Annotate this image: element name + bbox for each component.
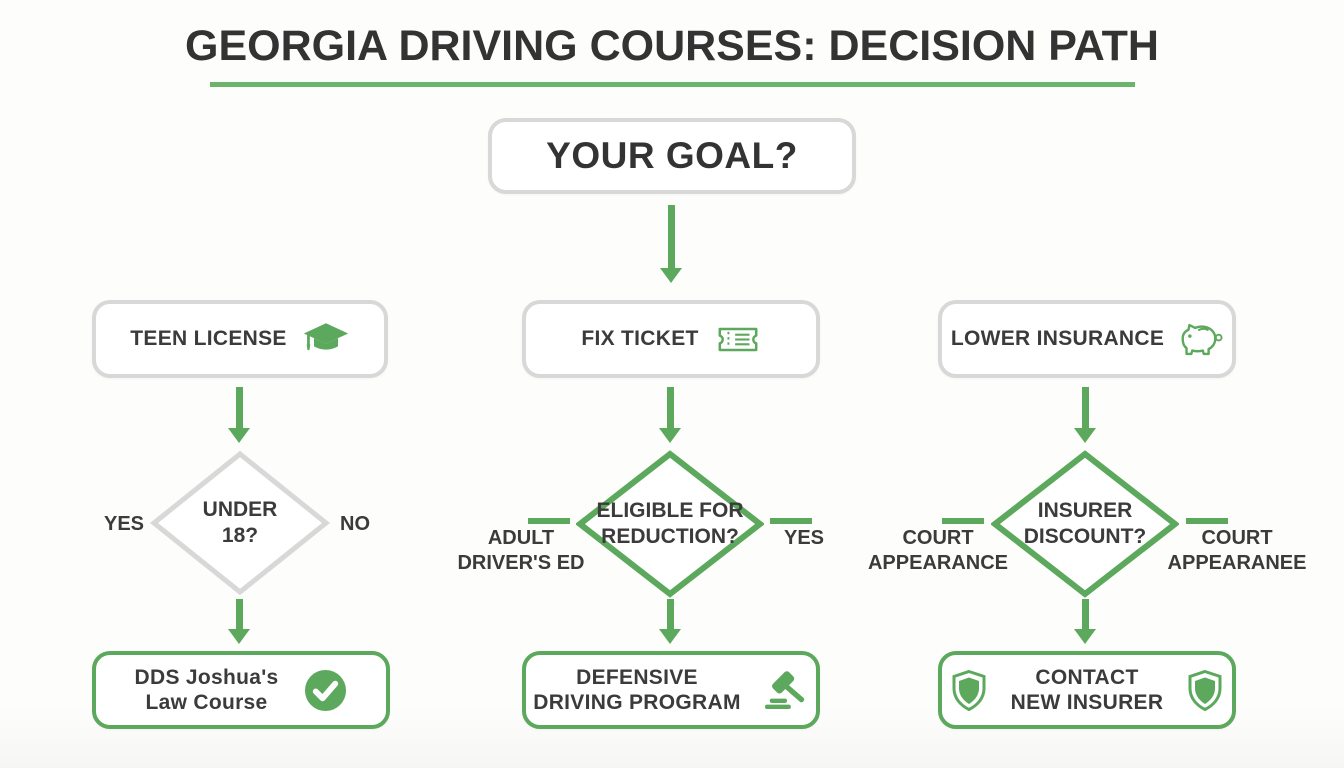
decision-diamond-eligible-reduction — [576, 450, 764, 598]
node-dds-joshuas-law-course: DDS Joshua's Law Course — [92, 651, 390, 729]
branch-line — [528, 518, 570, 524]
gavel-icon — [764, 671, 804, 710]
branch-label-yes: YES — [783, 527, 825, 549]
node-your-goal: YOUR GOAL? — [488, 118, 856, 194]
node-contact-insurer-label: CONTACT NEW INSURER — [1010, 666, 1164, 714]
down-arrow — [1074, 387, 1096, 443]
arrow-head — [659, 629, 681, 644]
shield-icon — [952, 669, 986, 711]
title-underline — [210, 82, 1135, 87]
branch-label-adult-drivers-ed: ADULT DRIVER'S ED — [457, 527, 585, 574]
ticket-icon — [718, 327, 758, 351]
node-fix-ticket: FIX TICKET — [522, 300, 820, 378]
arrow-head — [1074, 428, 1096, 443]
decision-under-18-label: UNDER 18? — [202, 498, 278, 547]
down-arrow — [1074, 599, 1096, 644]
arrow-shaft — [235, 599, 243, 629]
node-defensive-label: DEFENSIVE DRIVING PROGRAM — [533, 666, 741, 714]
arrow-head — [659, 428, 681, 443]
node-lower-insurance: LOWER INSURANCE — [938, 300, 1236, 378]
node-defensive-driving-program: DEFENSIVE DRIVING PROGRAM — [522, 651, 820, 729]
decision-diamond-insurer-discount — [991, 450, 1179, 598]
down-arrow — [660, 205, 682, 283]
arrow-shaft — [1081, 599, 1089, 629]
node-teen-license: TEEN LICENSE — [92, 300, 388, 378]
decision-insurer-discount-label: INSURER DISCOUNT? — [1023, 499, 1147, 548]
decision-eligible-reduction-label: ELIGIBLE FOR REDUCTION? — [596, 499, 744, 548]
arrow-shaft — [235, 387, 243, 428]
down-arrow — [228, 599, 250, 644]
arrow-head — [228, 428, 250, 443]
arrow-head — [228, 629, 250, 644]
arrow-head — [660, 268, 682, 283]
node-fix-ticket-label: FIX TICKET — [581, 327, 699, 350]
page-title: GEORGIA DRIVING COURSES: DECISION PATH — [185, 22, 1159, 70]
down-arrow — [659, 599, 681, 644]
branch-label-court-appearance-right: COURT APPEARANEE — [1167, 527, 1307, 574]
arrow-shaft — [1081, 387, 1089, 428]
branch-line — [1186, 518, 1228, 524]
branch-label-no: NO — [340, 513, 370, 535]
arrow-shaft — [666, 387, 674, 428]
node-your-goal-label: YOUR GOAL? — [546, 135, 798, 176]
node-teen-license-label: TEEN LICENSE — [130, 327, 287, 350]
node-dds-label: DDS Joshua's Law Course — [134, 666, 279, 714]
down-arrow — [659, 387, 681, 443]
branch-line — [770, 518, 812, 524]
node-contact-new-insurer: CONTACT NEW INSURER — [938, 651, 1236, 729]
graduation-cap-icon — [303, 323, 348, 351]
piggy-bank-icon — [1181, 323, 1223, 355]
branch-line — [942, 518, 984, 524]
down-arrow — [228, 387, 250, 443]
arrow-shaft — [667, 205, 675, 268]
decision-diamond-under-18 — [150, 450, 330, 596]
check-circle-icon — [305, 669, 347, 711]
node-lower-insurance-label: LOWER INSURANCE — [950, 327, 1165, 350]
branch-label-court-appearance-left: COURT APPEARANCE — [867, 527, 1009, 574]
branch-label-yes: YES — [103, 513, 145, 535]
shield-icon — [1188, 669, 1222, 711]
arrow-head — [1074, 629, 1096, 644]
arrow-shaft — [666, 599, 674, 629]
